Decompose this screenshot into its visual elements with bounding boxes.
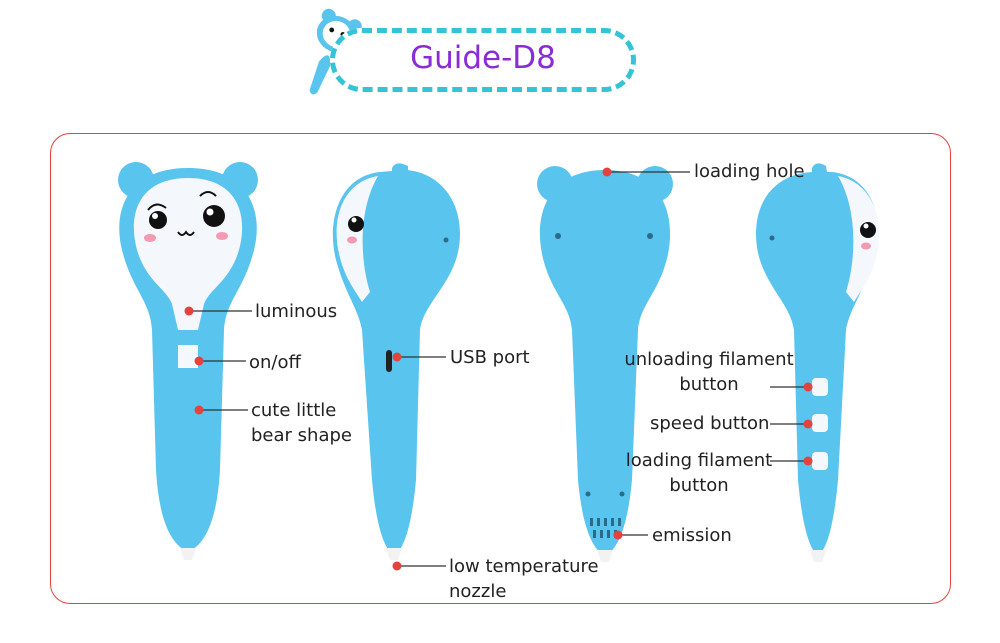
label-on-off: on/off xyxy=(249,352,301,373)
label-loading-hole: loading hole xyxy=(694,161,805,182)
label-loading-button: loading filament button xyxy=(625,450,773,496)
label-speed-button: speed button xyxy=(650,413,770,434)
label-luminous: luminous xyxy=(255,301,338,322)
label-bear-shape: cute little bear shape xyxy=(251,400,352,446)
title-banner: Guide-D8 xyxy=(330,28,636,92)
label-nozzle: low temperature nozzle xyxy=(449,556,599,602)
label-usb-port: USB port xyxy=(450,347,530,368)
label-unloading-button: unloading filament button xyxy=(624,349,794,395)
page-title: Guide-D8 xyxy=(410,40,556,76)
pen-back-view xyxy=(537,166,673,562)
label-emission: emission xyxy=(652,525,732,546)
pen-side-view-left xyxy=(332,163,460,560)
pen-front-view xyxy=(118,162,258,560)
product-frame xyxy=(50,133,951,604)
pen-side-view-right xyxy=(756,163,880,562)
